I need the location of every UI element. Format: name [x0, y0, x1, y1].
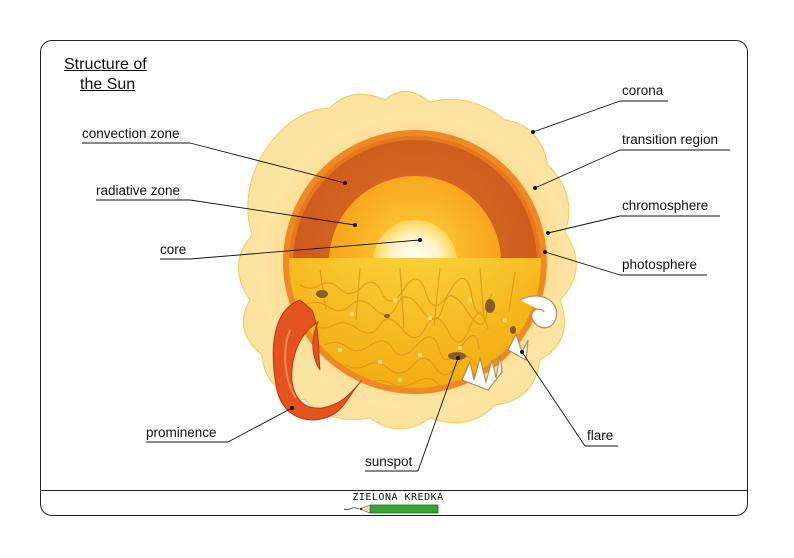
label-photosphere: photosphere: [622, 257, 697, 272]
label-radiative-zone: radiative zone: [96, 183, 180, 198]
flare-shape: [461, 295, 558, 391]
brand-name: ZIELONA KREDKA: [352, 492, 444, 503]
label-prominence: prominence: [146, 425, 217, 440]
radiative-zone: [329, 176, 501, 262]
granulation-texture: [299, 267, 516, 390]
pencil-icon: [343, 504, 439, 514]
label-core: core: [160, 242, 186, 257]
photosphere-surface: [289, 258, 541, 388]
title-line-2: the Sun: [80, 76, 136, 93]
label-flare: flare: [587, 428, 613, 443]
core-region: [373, 220, 457, 262]
footer-divider: [40, 490, 748, 491]
prominence-shape: [272, 299, 363, 421]
leader-lines: [82, 100, 730, 472]
sunspot-marks: [316, 290, 516, 360]
label-corona: corona: [622, 83, 664, 98]
page-title: Structure of the Sun: [64, 55, 184, 95]
label-sunspot: sunspot: [365, 454, 413, 469]
label-transition-region: transition region: [622, 132, 718, 147]
label-convection-zone: convection zone: [82, 126, 180, 141]
label-chromosphere: chromosphere: [622, 198, 708, 213]
title-line-1: Structure of: [64, 56, 147, 73]
